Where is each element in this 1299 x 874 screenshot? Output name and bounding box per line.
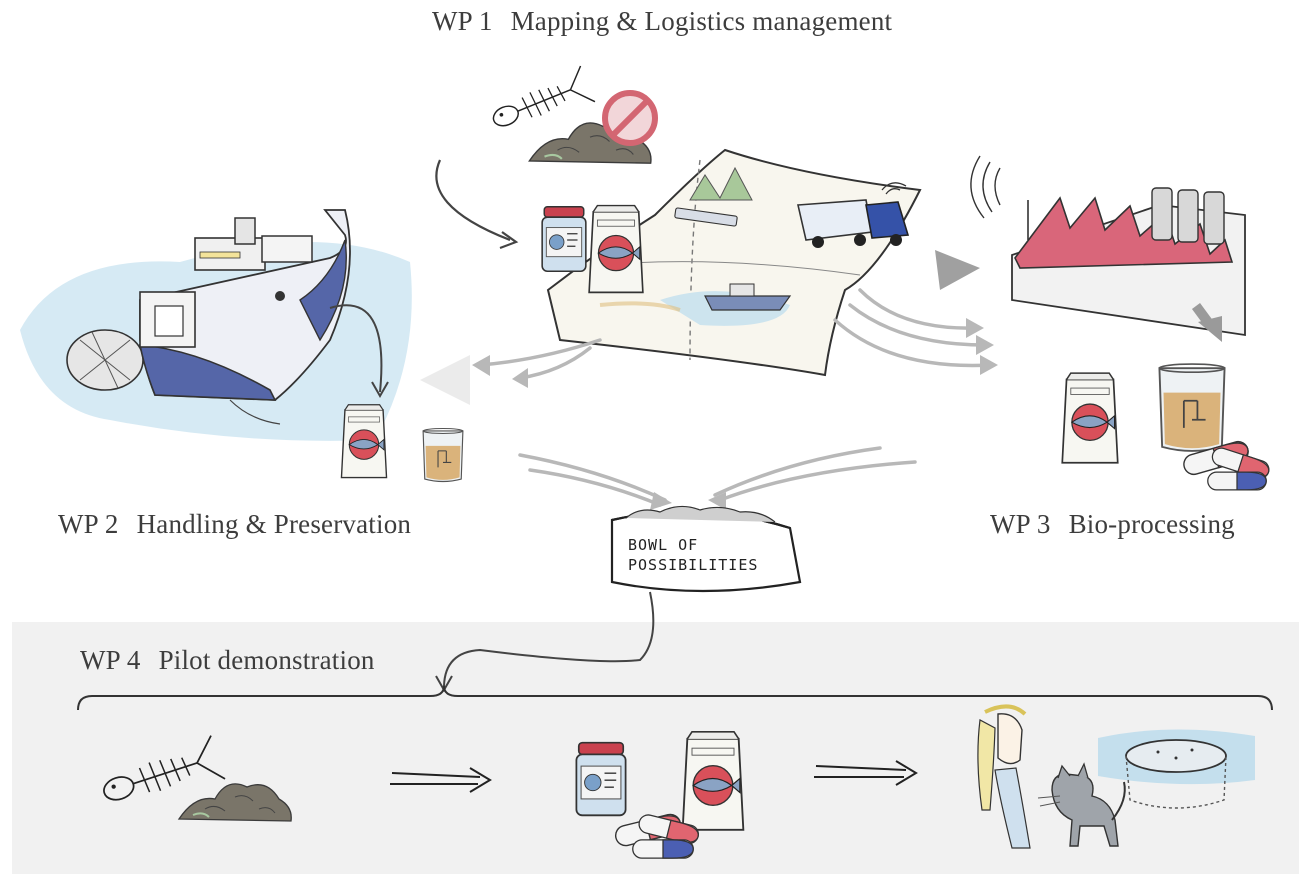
wp4-jar-icon [575, 741, 627, 817]
fishing-boat-icon [66, 209, 351, 425]
wp2-beaker-icon [422, 427, 464, 483]
wp1-label: WP 1 Mapping & Logistics management [432, 6, 892, 37]
cat-icon [1037, 762, 1126, 847]
map-boat-icon [704, 283, 792, 311]
wp2-arrowhead-1 [472, 355, 490, 376]
wp2-to-bowl-arrow-1 [518, 453, 667, 502]
bowl-to-pilot-arrow [443, 591, 655, 687]
wp3-feed-bag-icon [1061, 372, 1119, 464]
map-to-factory-arrowhead [935, 250, 980, 290]
wp2-number: WP 2 [58, 509, 119, 539]
wp3-arrowhead-1 [966, 318, 984, 338]
wp4-title: Pilot demonstration [158, 645, 375, 675]
flow-arrowheads [472, 318, 998, 510]
wp3-number: WP 3 [990, 509, 1051, 539]
person-icon [977, 704, 1031, 849]
map-to-wp3-arrow-2 [848, 303, 987, 347]
wp3-capsule-blue-icon [1207, 471, 1267, 491]
wp4-double-arrow-1 [390, 767, 492, 793]
wp3-to-bowl-arrow-1 [718, 460, 917, 502]
feed-bag-icon [588, 204, 644, 294]
waste-to-map-arrowhead [499, 231, 519, 250]
boat-to-products-arrow [329, 304, 383, 393]
bowl-arrowhead-left [650, 492, 672, 510]
wp3-to-bowl-arrow-2 [713, 446, 882, 497]
aquaculture-pen-icon [1098, 729, 1255, 809]
wp2-boat-group [20, 209, 412, 441]
wp3-arrowhead-3 [980, 355, 998, 375]
factory-output-arrowhead [1198, 316, 1222, 342]
wp3-arrowhead-2 [976, 335, 994, 355]
jar-icon [541, 205, 587, 273]
wp4-fish-waste-icon [177, 782, 293, 823]
wp3-label: WP 3 Bio-processing [990, 509, 1235, 540]
wp4-feed-bag-icon [681, 730, 745, 831]
wp2-arrowhead-2 [512, 368, 528, 388]
bowl-arrowhead-right [708, 492, 726, 510]
wp1-number: WP 1 [432, 6, 493, 36]
wp1-title: Mapping & Logistics management [510, 6, 893, 36]
wp3-title: Bio-processing [1068, 509, 1235, 539]
prohibited-sign-icon [602, 90, 658, 146]
wp1-waste-group [486, 65, 658, 165]
bowl-line-1: BOWL OF [628, 536, 698, 554]
factory-icon [970, 155, 1246, 337]
flow-arrows [478, 288, 992, 507]
wp3-beaker-icon [1158, 363, 1226, 452]
bowl-line-2: POSSIBILITIES [628, 556, 758, 574]
map-to-wp3-arrow-3 [833, 318, 992, 368]
truck-icon [797, 182, 910, 248]
wp2-feed-bag-icon [340, 403, 388, 479]
wp4-double-arrow-2 [814, 760, 918, 786]
waste-to-map-arrow [435, 159, 511, 242]
wp2-title: Handling & Preservation [136, 509, 412, 539]
wp4-number: WP 4 [80, 645, 141, 675]
pilot-brace [77, 685, 1273, 711]
wp4-capsule-blue-icon [632, 839, 694, 859]
wp4-label: WP 4 Pilot demonstration [80, 645, 375, 676]
boat-to-products-arrowhead [371, 381, 389, 399]
train-icon [674, 207, 738, 227]
map-to-wp3-arrow-1 [858, 288, 977, 330]
map-to-wp2-arrow-1 [478, 338, 602, 367]
wp2-to-bowl-arrow-2 [528, 468, 662, 507]
wp2-label: WP 2 Handling & Preservation [58, 509, 411, 540]
bowl-icon: BOWL OF POSSIBILITIES [610, 505, 802, 593]
wide-arrow-shadow-left [420, 355, 470, 405]
